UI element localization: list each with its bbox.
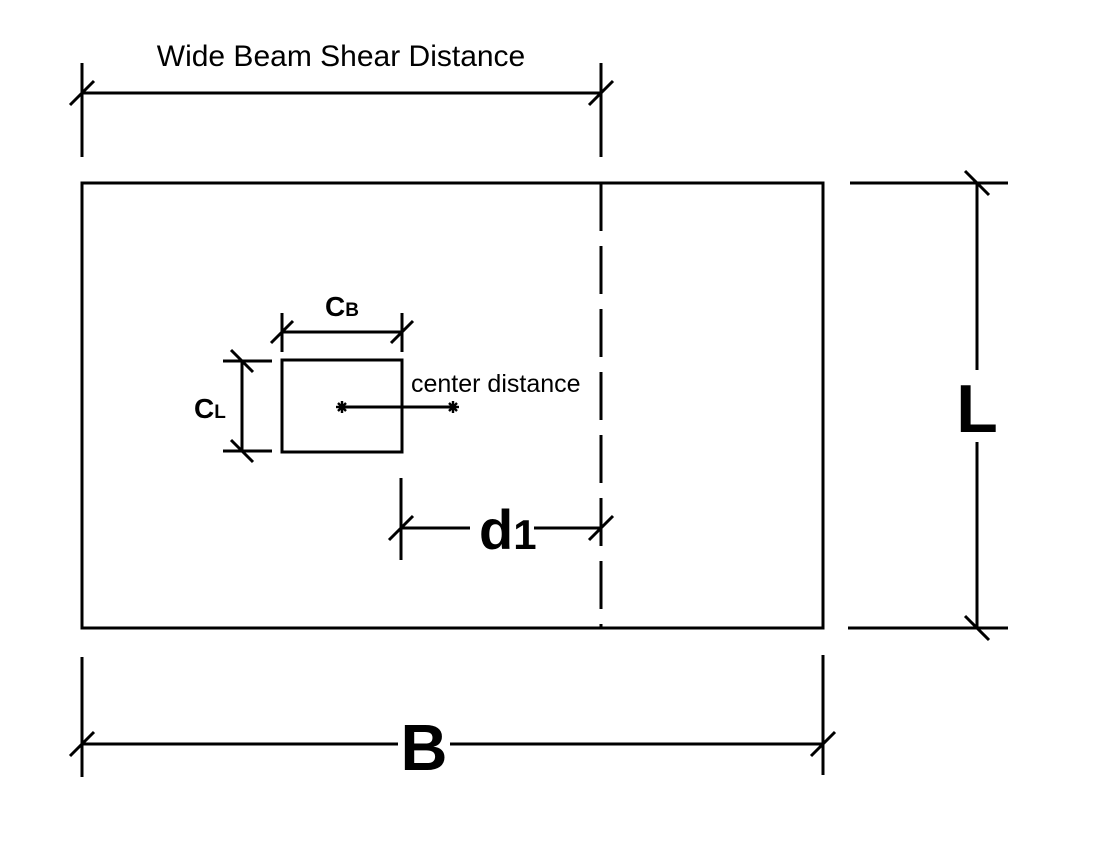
dim-d1-tick-left — [387, 514, 415, 542]
footing-length-label: L — [956, 371, 998, 447]
dim-B-tick-right — [809, 730, 837, 758]
effective-depth-sub: 1 — [513, 511, 536, 558]
dim-wide-beam-shear: Wide Beam Shear Distance — [68, 40, 615, 157]
dim-cl-tick-bottom — [229, 438, 255, 464]
dim-wbs-tick-left — [68, 79, 96, 107]
dim-footing-breadth-B: B — [68, 655, 837, 784]
center-distance-label: center distance — [411, 370, 581, 398]
column-breadth-sub: B — [345, 300, 359, 321]
star-center-dot — [449, 403, 457, 411]
dim-cl-tick-top — [229, 348, 255, 374]
dim-footing-length-L: L — [848, 169, 1008, 642]
dim-column-breadth-cb: CB — [269, 291, 415, 352]
dim-cb-tick-left — [269, 319, 295, 345]
dim-B-tick-left — [68, 730, 96, 758]
dim-cb-tick-right — [389, 319, 415, 345]
dim-L-tick-bottom — [963, 614, 991, 642]
column-length-label: CL — [194, 393, 226, 424]
column-length-sub: L — [214, 402, 226, 423]
footing-outline — [80, 181, 825, 630]
effective-depth-label: d1 — [479, 498, 537, 561]
footing-breadth-label: B — [401, 711, 448, 784]
center-point-star-icon — [336, 401, 348, 413]
wide-beam-shear-label: Wide Beam Shear Distance — [157, 40, 526, 73]
dim-L-tick-top — [963, 169, 991, 197]
dim-wbs-tick-right — [587, 79, 615, 107]
dim-effective-depth-d1: d1 — [387, 478, 615, 561]
column-length-base: C — [194, 393, 214, 424]
dim-column-length-cl: CL — [194, 348, 272, 464]
center-distance-annotation: center distance — [336, 370, 581, 413]
star-center-dot — [338, 403, 346, 411]
effective-depth-base: d — [479, 498, 513, 561]
end-point-star-icon — [447, 401, 459, 413]
dim-d1-tick-right — [587, 514, 615, 542]
column-breadth-label: CB — [325, 291, 359, 322]
column-breadth-base: C — [325, 291, 345, 322]
